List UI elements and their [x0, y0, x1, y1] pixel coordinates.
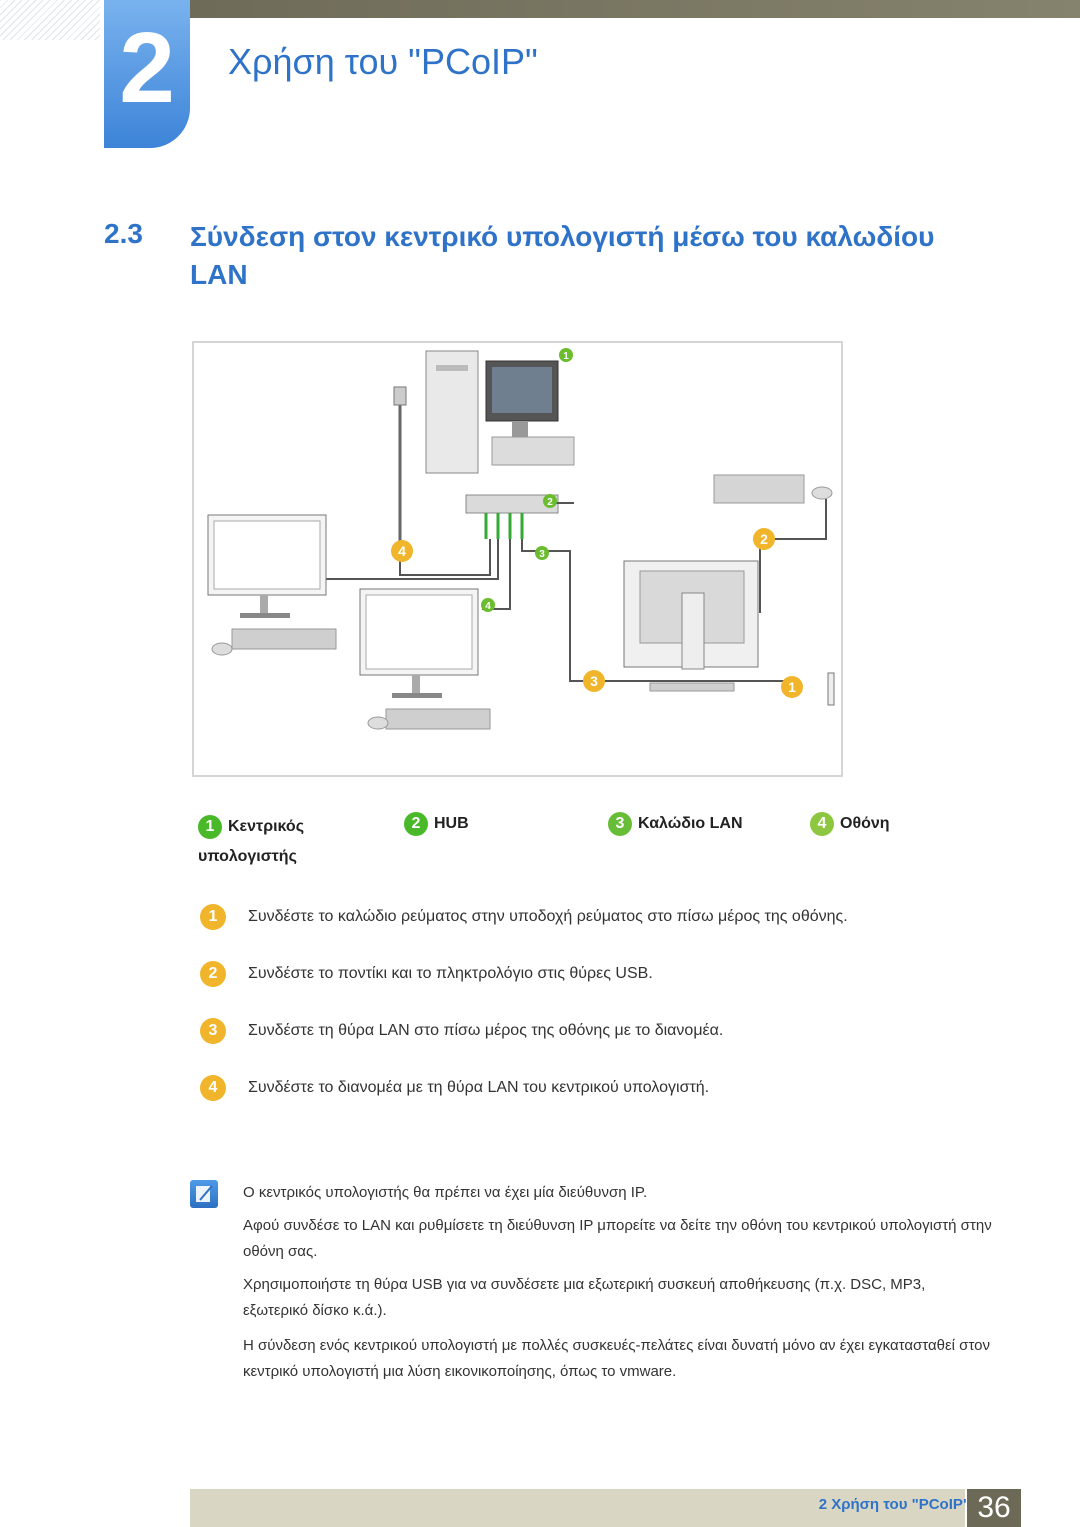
legend-label-2: HUB: [434, 815, 469, 832]
legend-label-3: Καλώδιο LAN: [638, 815, 743, 832]
note-paragraph-1: Ο κεντρικός υπολογιστής θα πρέπει να έχε…: [243, 1184, 648, 1201]
legend-item-lan: 3 Καλώδιο LAN: [608, 812, 743, 836]
connection-diagram: 1 2 3 4 4 2 3 1: [192, 341, 843, 777]
host-keyboard: [491, 436, 575, 466]
page-number: 36: [967, 1489, 1021, 1527]
legend-label-1: Κεντρικός υπολογιστής: [198, 818, 305, 866]
svg-text:1: 1: [563, 351, 569, 362]
svg-text:3: 3: [539, 549, 545, 560]
note-paragraph-4: Η σύνδεση ενός κεντρικού υπολογιστή με π…: [243, 1337, 990, 1380]
note-paragraph-3: Χρησιμοποιήστε τη θύρα USB για να συνδέσ…: [243, 1276, 926, 1319]
step-text-4: Συνδέστε το διανομέα με τη θύρα LAN του …: [248, 1079, 710, 1096]
svg-text:4: 4: [485, 601, 491, 612]
legend-badge-2: 2: [404, 812, 428, 836]
note-paragraph-2: Αφού συνδέσε το LAN και ρυθμίσετε τη διε…: [243, 1217, 992, 1260]
header-band: [190, 0, 1080, 18]
svg-text:2: 2: [760, 531, 768, 547]
client-keyboard-center: [385, 708, 491, 730]
step-badge-1: 1: [200, 904, 226, 930]
step-badge-3: 3: [200, 1018, 226, 1044]
lan-cable-left: [399, 539, 491, 576]
step-badge-2: 2: [200, 961, 226, 987]
legend-badge-3: 3: [608, 812, 632, 836]
svg-text:3: 3: [590, 673, 598, 689]
legend-item-hub: 2 HUB: [404, 812, 469, 836]
chapter-tab: 2: [104, 0, 190, 148]
legend-badge-4: 4: [810, 812, 834, 836]
legend-label-4: Οθόνη: [840, 815, 890, 832]
legend-badge-1: 1: [198, 815, 222, 839]
footer-bar: [190, 1489, 965, 1527]
step-text-2: Συνδέστε το ποντίκι και το πληκτρολόγιο …: [248, 965, 653, 982]
corner-hatch: [0, 0, 100, 40]
lan-cable-right: [521, 539, 784, 682]
svg-text:1: 1: [788, 679, 796, 695]
client-keyboard-right: [713, 474, 805, 504]
diagram-illustration: 1 2 3 4 4 2 3 1: [207, 348, 835, 730]
host-pc-tower: [425, 350, 479, 474]
step-text-3: Συνδέστε τη θύρα LAN στο πίσω μέρος της …: [248, 1022, 724, 1039]
legend-item-monitor: 4 Οθόνη: [810, 812, 890, 836]
chapter-number: 2: [119, 12, 175, 124]
svg-text:4: 4: [398, 543, 406, 559]
section-title: Σύνδεση στον κεντρικό υπολογιστή μέσω το…: [190, 221, 935, 290]
power-outlet-right: [827, 672, 835, 706]
step-text-1: Συνδέστε το καλώδιο ρεύματος στην υποδοχ…: [248, 908, 848, 925]
footer-chapter-label: 2 Χρήση του "PCoIP": [818, 1496, 970, 1513]
client-keyboard-left: [231, 628, 337, 650]
note-icon: [190, 1180, 218, 1208]
chapter-title: Χρήση του "PCoIP": [228, 41, 538, 82]
section-number: 2.3: [104, 218, 143, 249]
step-badge-4: 4: [200, 1075, 226, 1101]
svg-text:2: 2: [547, 497, 553, 508]
